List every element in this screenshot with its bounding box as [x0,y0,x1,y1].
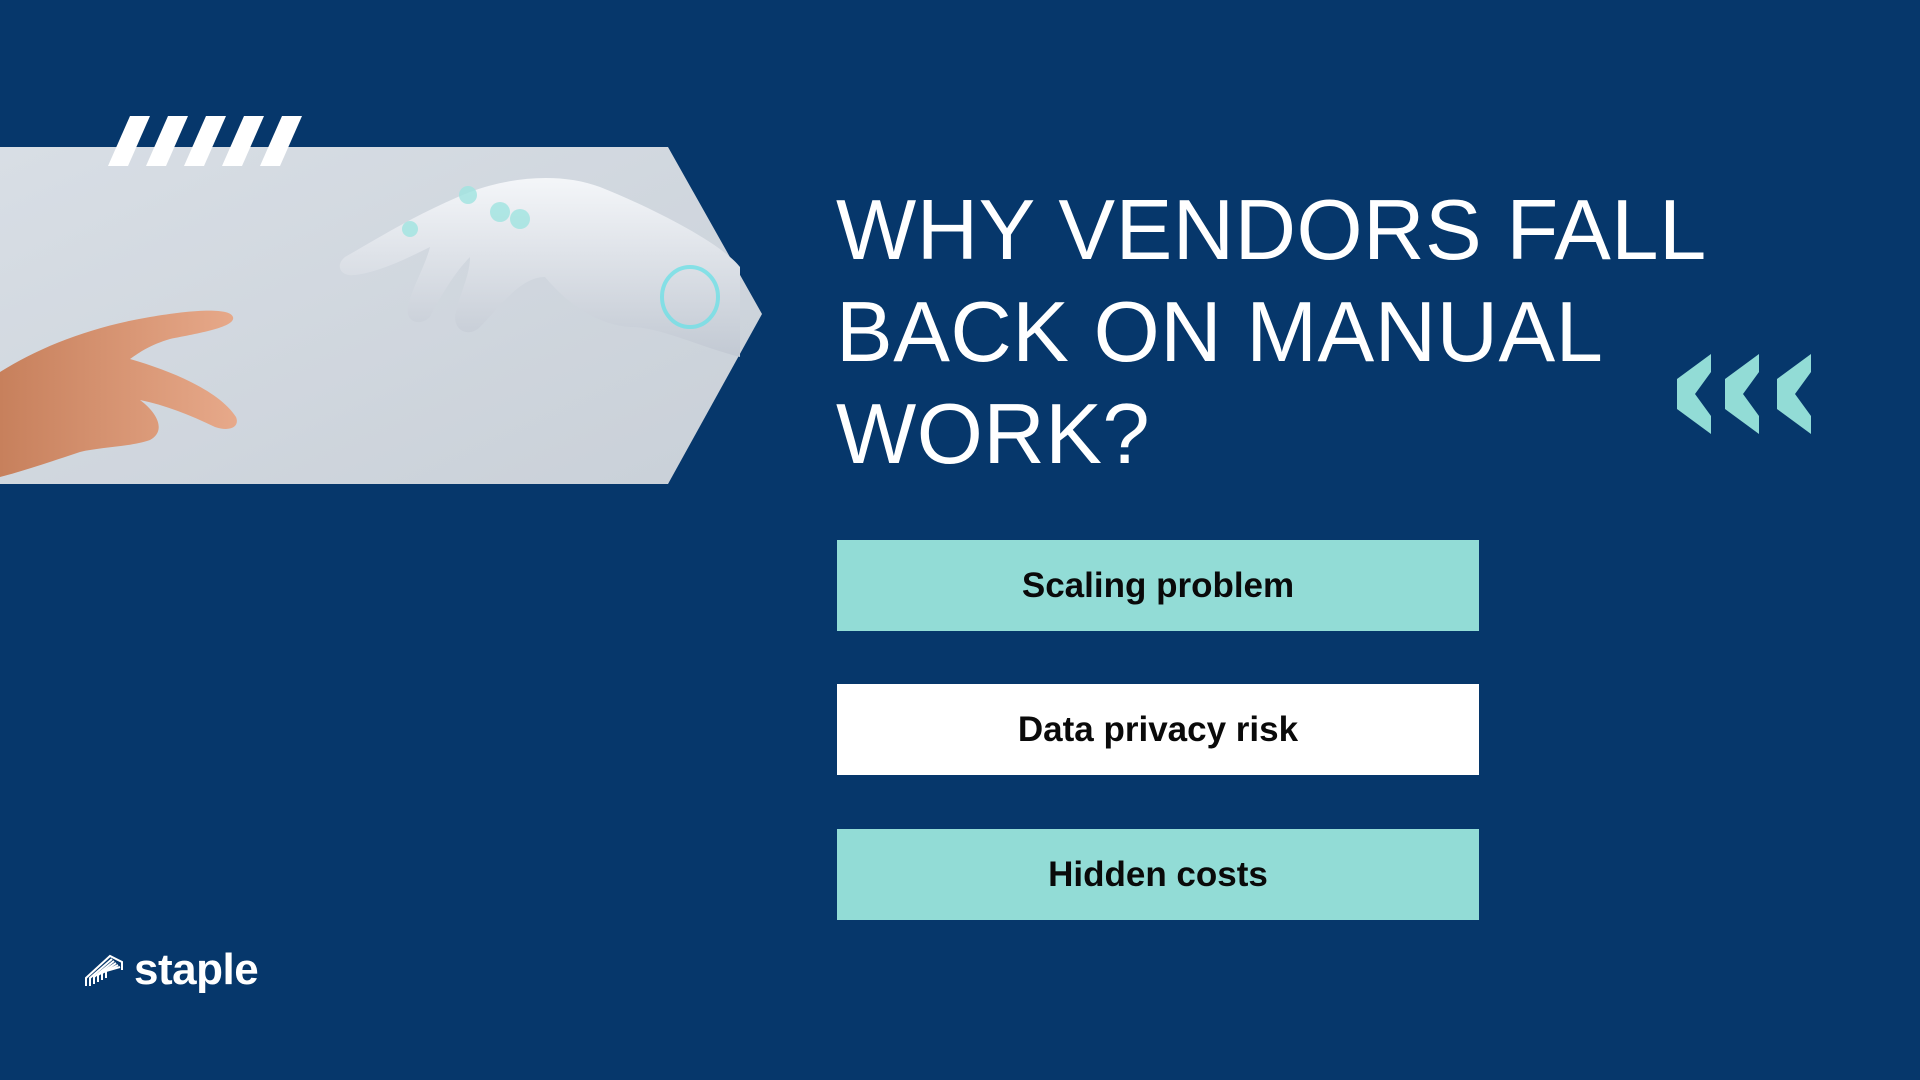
slide-title: WHY VENDORS FALL BACK ON MANUAL WORK? [836,180,1736,486]
title-line-2: BACK ON MANUAL [836,285,1604,380]
reason-hidden-costs[interactable]: Hidden costs [837,829,1479,920]
hand-reach-image [0,147,762,484]
reason-label: Data privacy risk [1017,709,1299,749]
reason-label: Hidden costs [1048,854,1268,894]
reason-scaling-problem[interactable]: Scaling problem [837,540,1479,631]
staple-icon [85,954,123,986]
robot-hand [339,177,740,357]
diagonal-stripes-icon [108,116,302,166]
triple-chevron-left-icon [1677,354,1811,434]
title-line-1: WHY VENDORS FALL [836,183,1707,278]
reason-label: Scaling problem [1021,565,1295,605]
logo-text: staple [134,945,259,994]
brand-logo: staple [82,945,259,995]
reason-data-privacy-risk[interactable]: Data privacy risk [837,684,1479,775]
title-line-3: WORK? [836,387,1151,482]
human-hand [0,310,237,477]
hero-image-panel [0,147,762,484]
